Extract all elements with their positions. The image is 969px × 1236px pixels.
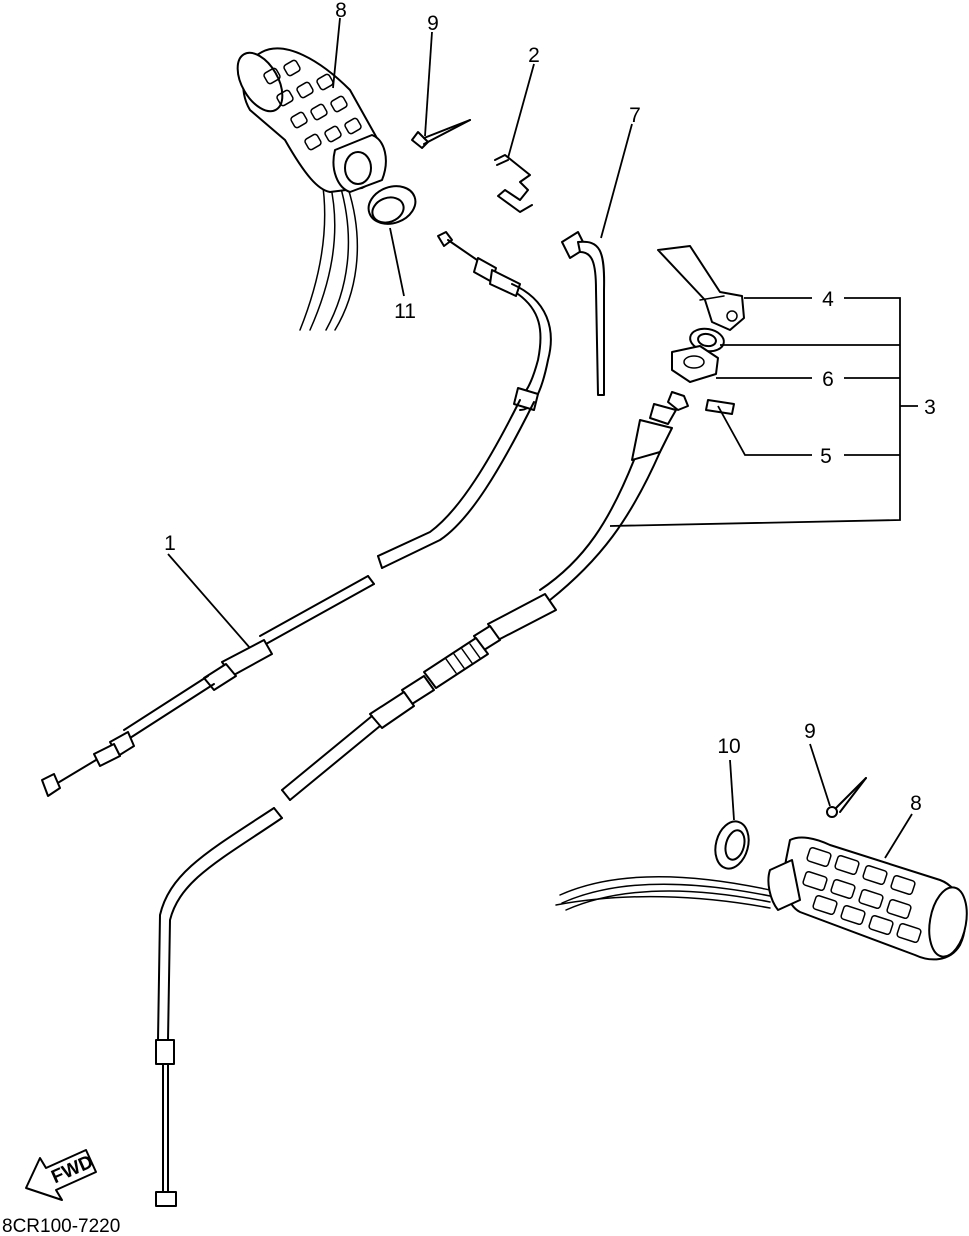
cable-tie-part-7: [561, 231, 606, 396]
throttle-lever-part-4: [657, 245, 745, 331]
callout-9-top: 9: [427, 12, 439, 35]
collar-part-11: [367, 185, 417, 225]
pin-part-5: [705, 399, 735, 415]
left-handlebar-grip: [236, 47, 387, 331]
nut-part-6: [671, 345, 719, 383]
leader-lines: [167, 17, 918, 859]
spring-clip-part-2: [494, 154, 533, 213]
collar-part-10: [714, 820, 750, 870]
throttle-cable-assembly-part-3: [155, 391, 689, 1207]
callout-1: 1: [164, 532, 176, 555]
callout-9-bottom: 9: [804, 720, 816, 743]
callout-2: 2: [528, 44, 540, 67]
drawing-code: 8CR100-7220: [2, 1216, 120, 1236]
callout-3: 3: [924, 396, 936, 419]
grip-screw-top: [411, 119, 471, 149]
callout-5: 5: [820, 445, 832, 468]
callout-10: 10: [717, 735, 740, 758]
callout-8-top: 8: [335, 0, 347, 22]
callout-6: 6: [822, 368, 834, 391]
grip-screw-bottom: [826, 777, 867, 818]
fwd-arrow-icon: FWD: [25, 1149, 97, 1201]
callout-4: 4: [822, 288, 834, 311]
callout-11: 11: [394, 300, 416, 323]
right-handlebar-grip: [555, 836, 968, 961]
callout-8-bottom: 8: [910, 792, 922, 815]
callout-7: 7: [629, 104, 641, 127]
throttle-cable-part-1: [41, 231, 552, 797]
